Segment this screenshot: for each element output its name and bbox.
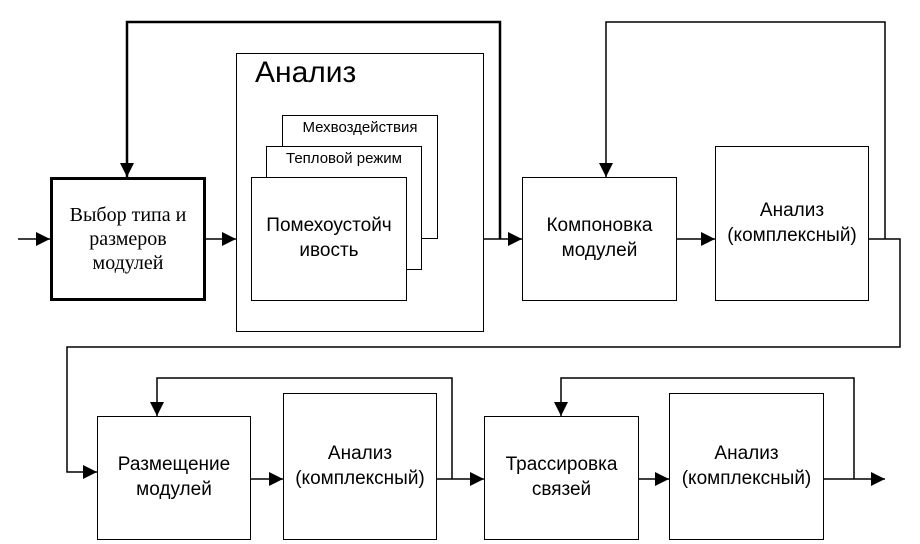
analysis-complex-label-1: Анализ (комплексный) [727,199,857,246]
analysis-complex-block-3: Анализ (комплексный) [669,393,824,540]
routing-links-label: Трассировка связей [505,454,618,500]
feedback-loop-select [120,20,502,239]
feedback-loop-routing [554,377,855,479]
layout-modules-block: Компоновка модулей [522,177,677,301]
analysis-complex-block-1: Анализ (комплексный) [715,146,869,301]
noise-immunity-label: Помехоустойч ивость [266,215,392,261]
connector-row1-to-row2 [66,238,901,479]
feedback-loop-placement [150,377,453,479]
analysis-complex-label-2: Анализ (комплексный) [295,442,425,489]
placement-modules-label: Размещение модулей [117,454,231,500]
placement-modules-block: Размещение модулей [97,416,251,540]
select-modules-block: Выбор типа и размеров модулей [50,177,206,301]
thermal-card-label: Тепловой режим [286,150,402,167]
layout-modules-label: Компоновка модулей [546,215,653,261]
interference-card-label: Мехвоздействия [302,119,418,136]
feedback-loop-layout [599,21,886,239]
analysis-complex-label-3: Анализ (комплексный) [681,442,812,489]
routing-links-block: Трассировка связей [484,416,639,540]
noise-immunity-block: Помехоустойч ивость [251,177,407,301]
analysis-complex-block-2: Анализ (комплексный) [283,393,437,540]
select-modules-label: Выбор типа и размеров модулей [69,204,187,274]
analysis-group-title: Анализ [255,56,357,89]
